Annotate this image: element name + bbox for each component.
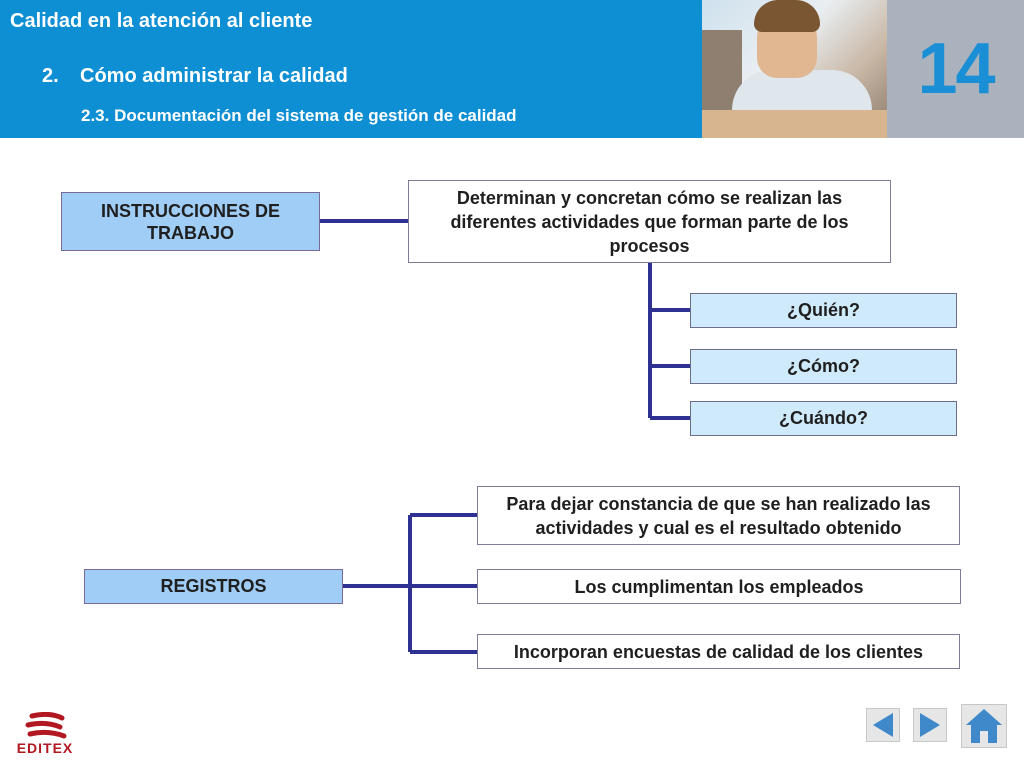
header-title: Calidad en la atención al cliente (10, 10, 313, 32)
chapter-number: 14 (917, 29, 995, 109)
header-photo (702, 0, 887, 138)
section-title-text: Cómo administrar la calidad (80, 65, 348, 87)
chapter-badge: 14 (887, 0, 1024, 138)
registro-item-2-text: Los cumplimentan los empleados (574, 576, 864, 597)
next-button[interactable] (913, 708, 947, 742)
registros-box: REGISTROS (84, 569, 343, 604)
prev-button[interactable] (866, 708, 900, 742)
next-icon (920, 713, 940, 737)
registro-item-3: Incorporan encuestas de calidad de los c… (477, 634, 960, 669)
editex-logo-mark (25, 711, 67, 739)
question-cuando-label: ¿Cuándo? (779, 408, 868, 428)
registro-item-1-text: Para dejar constancia de que se han real… (506, 493, 931, 538)
photo-person-hair (754, 0, 820, 32)
editex-logo-text: EDITEX (16, 740, 74, 756)
registro-item-1: Para dejar constancia de que se han real… (477, 486, 960, 545)
instrucciones-label: INSTRUCCIONES DE TRABAJO (100, 200, 280, 243)
photo-desk (702, 110, 887, 138)
prev-icon (873, 713, 893, 737)
question-quien-label: ¿Quién? (787, 300, 860, 320)
registro-item-3-text: Incorporan encuestas de calidad de los c… (513, 641, 924, 662)
section-number: 2. (42, 65, 59, 87)
instrucciones-description: Determinan y concretan cómo se realizan … (450, 187, 849, 256)
registro-item-2: Los cumplimentan los empleados (477, 569, 961, 604)
question-como-label: ¿Cómo? (787, 356, 860, 376)
editex-logo: EDITEX (10, 711, 80, 762)
question-quien: ¿Quién? (690, 293, 957, 328)
registros-label: REGISTROS (160, 576, 267, 596)
instrucciones-box: INSTRUCCIONES DE TRABAJO (61, 192, 320, 251)
question-como: ¿Cómo? (690, 349, 957, 384)
question-cuando: ¿Cuándo? (690, 401, 957, 436)
home-icon (966, 709, 1002, 743)
section-title: 2. Cómo administrar la calidad (42, 65, 348, 88)
subsection-title: 2.3. Documentación del sistema de gestió… (81, 106, 517, 125)
home-button[interactable] (961, 704, 1007, 748)
instrucciones-description-box: Determinan y concretan cómo se realizan … (408, 180, 891, 263)
